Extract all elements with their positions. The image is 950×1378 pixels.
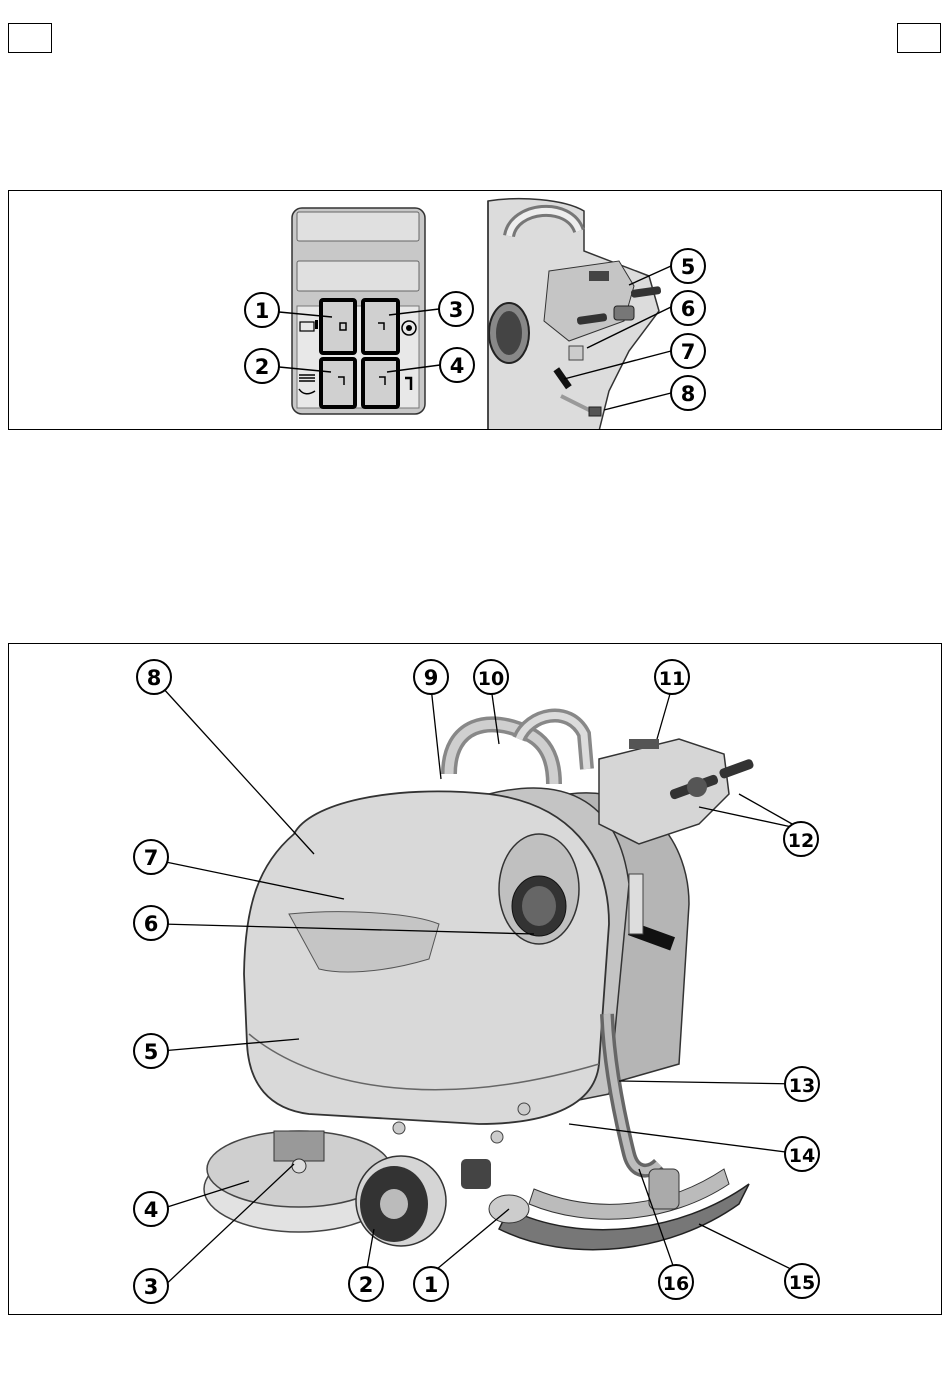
callout-a-1: 1	[245, 293, 279, 327]
svg-text:1: 1	[424, 1273, 439, 1297]
svg-text:12: 12	[788, 830, 814, 852]
button-brush[interactable]	[363, 300, 398, 353]
button-water[interactable]	[321, 359, 355, 407]
svg-text:5: 5	[144, 1040, 159, 1064]
button-battery[interactable]	[321, 300, 355, 353]
callout-b-6: 6	[134, 906, 168, 940]
figure-b-panel: 1 2 3 4 5 6 7 8	[8, 643, 942, 1315]
callout-a-4: 4	[440, 348, 474, 382]
callout-a-7: 7	[671, 334, 705, 368]
callout-a-2: 2	[245, 349, 279, 383]
callout-a-3: 3	[439, 292, 473, 326]
svg-text:13: 13	[789, 1075, 815, 1097]
svg-text:3: 3	[449, 298, 464, 322]
svg-text:8: 8	[147, 666, 162, 690]
callout-b-12: 12	[784, 822, 818, 856]
control-panel	[292, 208, 425, 414]
svg-text:7: 7	[681, 340, 696, 364]
figure-a-drawing: 1 2 3 4 5 6 7 8	[9, 191, 942, 430]
svg-text:9: 9	[424, 666, 439, 690]
svg-text:6: 6	[681, 297, 696, 321]
svg-text:3: 3	[144, 1275, 159, 1299]
svg-text:14: 14	[789, 1145, 815, 1167]
svg-text:2: 2	[359, 1273, 374, 1297]
svg-text:4: 4	[144, 1198, 159, 1222]
svg-text:6: 6	[144, 912, 159, 936]
callout-b-16: 16	[659, 1265, 693, 1299]
callout-b-2: 2	[349, 1267, 383, 1301]
callout-a-8: 8	[671, 376, 705, 410]
svg-text:15: 15	[789, 1272, 815, 1294]
callout-b-14: 14	[785, 1137, 819, 1171]
callout-a-5: 5	[671, 249, 705, 283]
svg-text:1: 1	[255, 299, 270, 323]
callout-b-13: 13	[785, 1067, 819, 1101]
svg-text:4: 4	[450, 354, 465, 378]
control-console	[599, 739, 729, 844]
svg-text:7: 7	[144, 846, 159, 870]
callout-b-1: 1	[414, 1267, 448, 1301]
svg-text:16: 16	[663, 1273, 689, 1295]
callout-b-10: 10	[474, 660, 508, 694]
figure-b-drawing: 1 2 3 4 5 6 7 8	[9, 644, 942, 1315]
scrubber-machine	[204, 715, 755, 1249]
svg-text:11: 11	[659, 668, 685, 690]
button-squeegee[interactable]	[363, 359, 398, 407]
callout-b-9: 9	[414, 660, 448, 694]
figure-a-panel: 1 2 3 4 5 6 7 8	[8, 190, 942, 430]
corner-box-left	[8, 23, 52, 53]
callout-b-15: 15	[785, 1264, 819, 1298]
callout-b-3: 3	[134, 1269, 168, 1303]
svg-text:8: 8	[681, 382, 696, 406]
callout-b-5: 5	[134, 1034, 168, 1068]
svg-text:5: 5	[681, 255, 696, 279]
svg-text:10: 10	[478, 668, 504, 690]
callout-b-11: 11	[655, 660, 689, 694]
callout-b-8: 8	[137, 660, 171, 694]
callout-b-4: 4	[134, 1192, 168, 1226]
corner-box-right	[897, 23, 941, 53]
svg-text:2: 2	[255, 355, 270, 379]
callout-b-7: 7	[134, 840, 168, 874]
callout-a-6: 6	[671, 291, 705, 325]
